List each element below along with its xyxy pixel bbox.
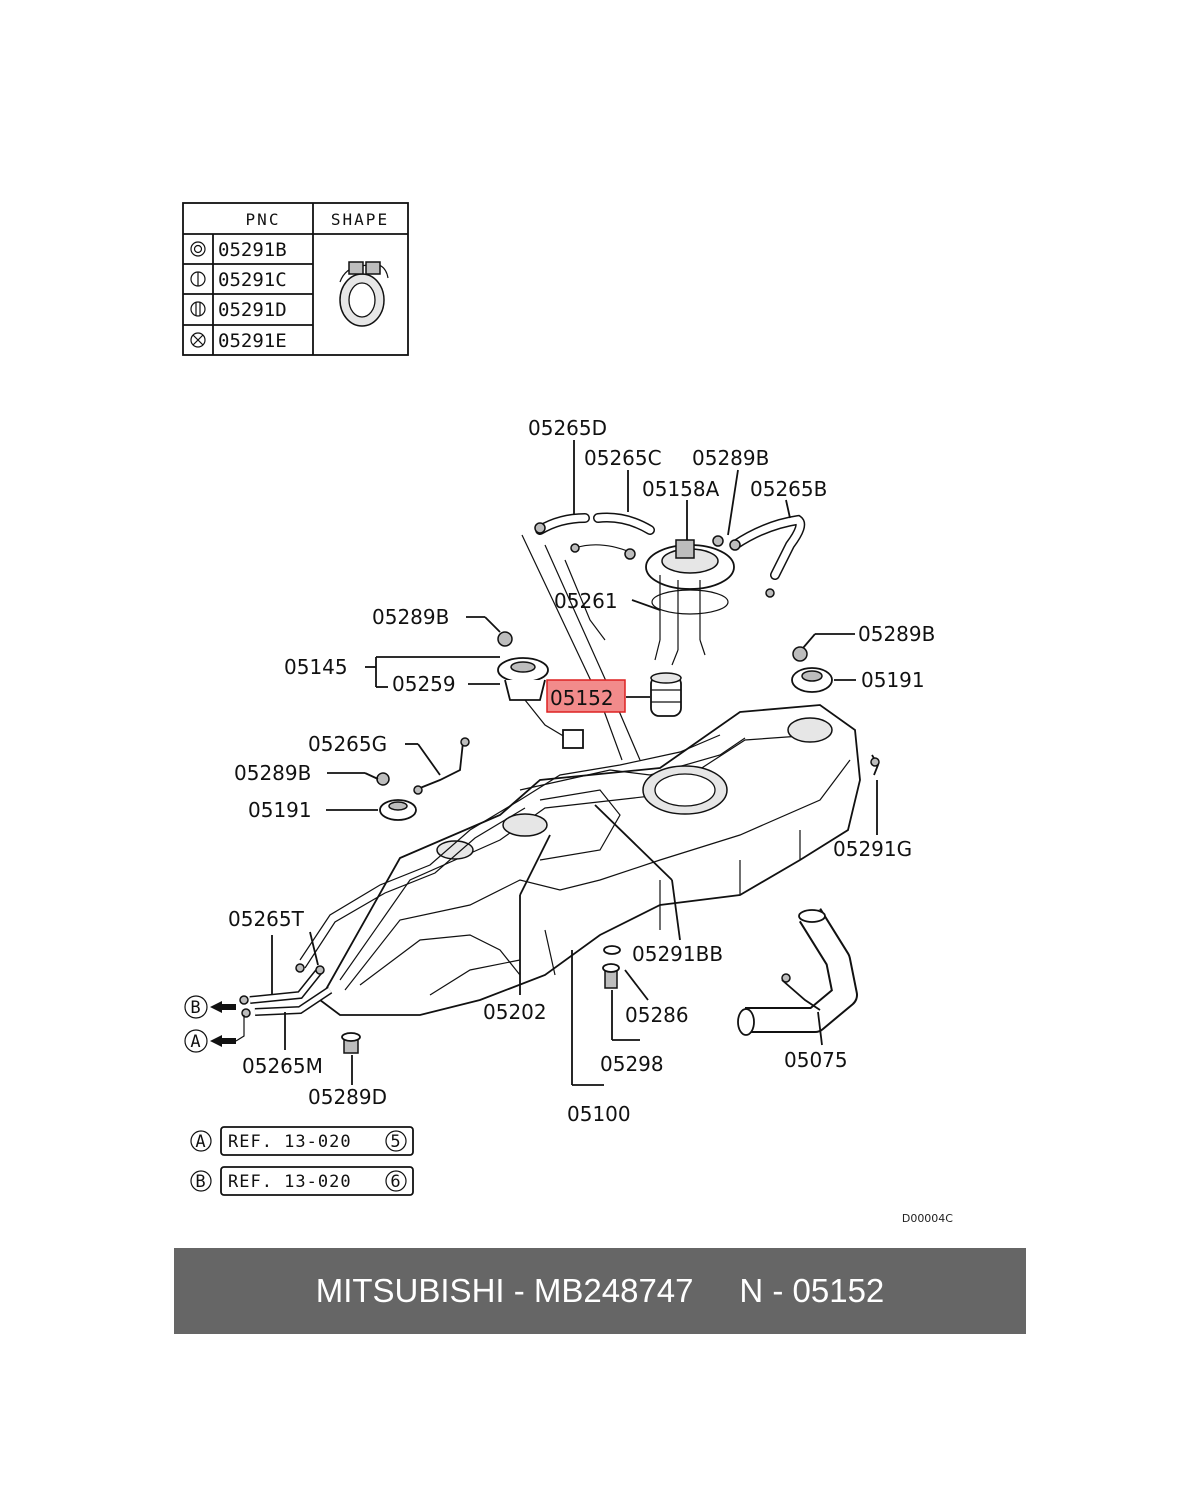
diagram-code: D00004C	[902, 1212, 953, 1225]
pnc-shape-table: PNC SHAPE 05291B 05291C 05291D 05291E	[182, 202, 409, 356]
svg-text:A: A	[190, 1032, 201, 1052]
svg-text:B: B	[195, 1172, 206, 1192]
label-05289B-right: 05289B	[858, 622, 935, 646]
leader-lines	[271, 440, 878, 1086]
svg-text:6: 6	[390, 1172, 401, 1192]
symbol-double-bar-circle-icon	[190, 301, 206, 317]
svg-text:A: A	[195, 1132, 206, 1152]
footer-bar: MITSUBISHI - MB248747 N - 05152	[174, 1248, 1026, 1334]
symbol-single-bar-circle-icon	[190, 271, 206, 287]
label-05265D: 05265D	[528, 416, 607, 440]
label-05152: 05152	[550, 686, 614, 710]
fuel-tank-05100	[299, 704, 861, 1016]
hose-05265B	[729, 514, 806, 598]
marker-b: B	[184, 995, 236, 1019]
sender-unit-05259	[497, 631, 584, 749]
ref-legend-a: A REF. 13-020 5	[190, 1126, 414, 1156]
label-05075: 05075	[784, 1048, 848, 1072]
table-row-05291E: 05291E	[218, 330, 287, 352]
arrow-left-icon	[210, 1001, 236, 1013]
label-05265T: 05265T	[228, 907, 305, 931]
label-05145: 05145	[284, 655, 348, 679]
label-05289D: 05289D	[308, 1085, 387, 1109]
label-05289B-left: 05289B	[372, 605, 449, 629]
ref-legend-b: B REF. 13-020 6	[190, 1166, 414, 1196]
arrow-left-icon	[210, 1035, 236, 1047]
hose-clamp-icon	[339, 261, 389, 327]
table-header-pnc: PNC	[246, 210, 281, 229]
label-05158A: 05158A	[642, 477, 720, 501]
label-05191-right: 05191	[861, 668, 925, 692]
table-row-05291B: 05291B	[218, 239, 287, 261]
label-05265M: 05265M	[242, 1054, 323, 1078]
table-row-05291D: 05291D	[218, 299, 287, 321]
label-05291BB: 05291BB	[632, 942, 723, 966]
pipe-05265G	[413, 737, 470, 795]
plug-05298	[602, 945, 621, 989]
label-05289B-top: 05289B	[692, 446, 769, 470]
label-05265B: 05265B	[750, 477, 827, 501]
label-05100: 05100	[567, 1102, 631, 1126]
cap-05191-right	[791, 646, 833, 693]
label-05202: 05202	[483, 1000, 547, 1024]
pipes-05265T-05265M	[239, 963, 333, 1018]
label-05289B-mid: 05289B	[234, 761, 311, 785]
highlight-box	[546, 679, 626, 713]
label-05261: 05261	[554, 589, 618, 613]
svg-text:B: B	[190, 998, 201, 1018]
marker-a: A	[184, 1015, 245, 1053]
label-05259: 05259	[392, 672, 456, 696]
label-05265G: 05265G	[308, 732, 387, 756]
svg-text:5: 5	[390, 1132, 401, 1152]
ref-text-a: REF. 13-020	[228, 1132, 352, 1152]
label-05286: 05286	[625, 1003, 689, 1027]
label-05298: 05298	[600, 1052, 664, 1076]
table-row-05291C: 05291C	[218, 269, 287, 291]
hose-05265C	[570, 512, 655, 560]
cap-05191-left	[376, 772, 417, 821]
label-05291G: 05291G	[833, 837, 912, 861]
clamp-05291G	[870, 754, 880, 776]
filler-hose-05075	[737, 908, 858, 1036]
ref-text-b: REF. 13-020	[228, 1172, 352, 1192]
label-05265C: 05265C	[584, 446, 662, 470]
pump-filter-05152	[650, 672, 682, 717]
pump-module-05158A	[645, 535, 735, 666]
hose-05265D	[534, 513, 590, 535]
drain-plug-05289D	[341, 1032, 361, 1054]
symbol-cross-circle-icon	[190, 332, 206, 348]
symbol-dotted-circle-icon	[190, 241, 206, 257]
label-05191-left: 05191	[248, 798, 312, 822]
table-header-shape: SHAPE	[331, 210, 389, 229]
footer-text: MITSUBISHI - MB248747 N - 05152	[315, 1272, 885, 1309]
